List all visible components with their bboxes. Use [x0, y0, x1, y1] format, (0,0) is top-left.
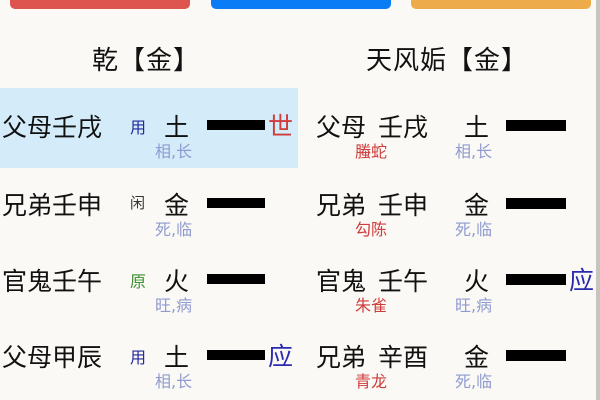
element-state: 死,临 [455, 220, 493, 239]
element-state: 死,临 [155, 220, 193, 239]
element: 土 [164, 343, 190, 372]
element: 金 [464, 343, 490, 372]
scrollbar[interactable] [596, 0, 600, 400]
yang-line-icon [506, 198, 566, 209]
left-line-row[interactable]: 父母甲辰 用 土 相,长 应 [0, 318, 600, 394]
liuqin-ganzhi: 父母甲辰 [2, 343, 103, 372]
ganzhi: 壬申 [378, 191, 429, 220]
red-action-button[interactable] [10, 0, 190, 9]
liuqin-ganzhi: 兄弟壬申 [2, 191, 103, 220]
element: 土 [464, 113, 490, 142]
element-state: 旺,病 [155, 296, 193, 315]
yang-line-icon [207, 120, 265, 130]
element: 火 [464, 267, 490, 296]
six-beast: 青龙 [355, 372, 388, 391]
element: 土 [164, 113, 190, 142]
ganzhi: 辛酉 [378, 343, 429, 372]
role-marker: 用 [130, 348, 147, 367]
liuqin: 父母 [316, 113, 367, 142]
yang-line-icon [506, 274, 566, 285]
six-beast: 朱雀 [355, 296, 388, 315]
left-line-row[interactable]: 官鬼壬午 原 火 旺,病 [0, 242, 600, 318]
yang-line-icon [506, 120, 566, 131]
element: 金 [164, 191, 190, 220]
left-hexagram-title: 乾【金】 [92, 46, 201, 76]
role-marker: 用 [130, 118, 147, 137]
yang-line-icon [207, 198, 265, 208]
element-state: 相,长 [455, 142, 493, 161]
liuqin: 官鬼 [316, 267, 367, 296]
left-line-row[interactable]: 兄弟壬申 闲 金 死,临 [0, 166, 600, 242]
liuqin-ganzhi: 官鬼壬午 [2, 267, 103, 296]
element: 火 [164, 267, 190, 296]
ying-mark: 应 [268, 342, 294, 371]
orange-action-button[interactable] [411, 0, 591, 9]
right-hexagram-title: 天风姤【金】 [366, 46, 529, 76]
role-marker: 闲 [130, 194, 146, 212]
element: 金 [464, 191, 490, 220]
role-marker: 原 [130, 272, 147, 291]
yang-line-icon [506, 350, 566, 361]
element-state: 死,临 [455, 372, 493, 391]
ganzhi: 壬午 [378, 267, 429, 296]
element-state: 旺,病 [455, 296, 493, 315]
liuqin-ganzhi: 父母壬戌 [2, 113, 103, 142]
ying-mark: 应 [569, 266, 595, 295]
liuqin: 兄弟 [316, 343, 367, 372]
ganzhi: 壬戌 [378, 113, 429, 142]
six-beast: 螣蛇 [355, 142, 388, 161]
element-state: 相,长 [155, 142, 193, 161]
element-state: 相,长 [155, 372, 193, 391]
shi-mark: 世 [268, 112, 294, 141]
left-line-row[interactable]: 父母壬戌 用 土 相,长 世 [0, 88, 600, 164]
yang-line-icon [207, 274, 265, 284]
liuqin: 兄弟 [316, 191, 367, 220]
six-beast: 勾陈 [355, 220, 388, 239]
blue-action-button[interactable] [211, 0, 391, 9]
yang-line-icon [207, 350, 265, 360]
